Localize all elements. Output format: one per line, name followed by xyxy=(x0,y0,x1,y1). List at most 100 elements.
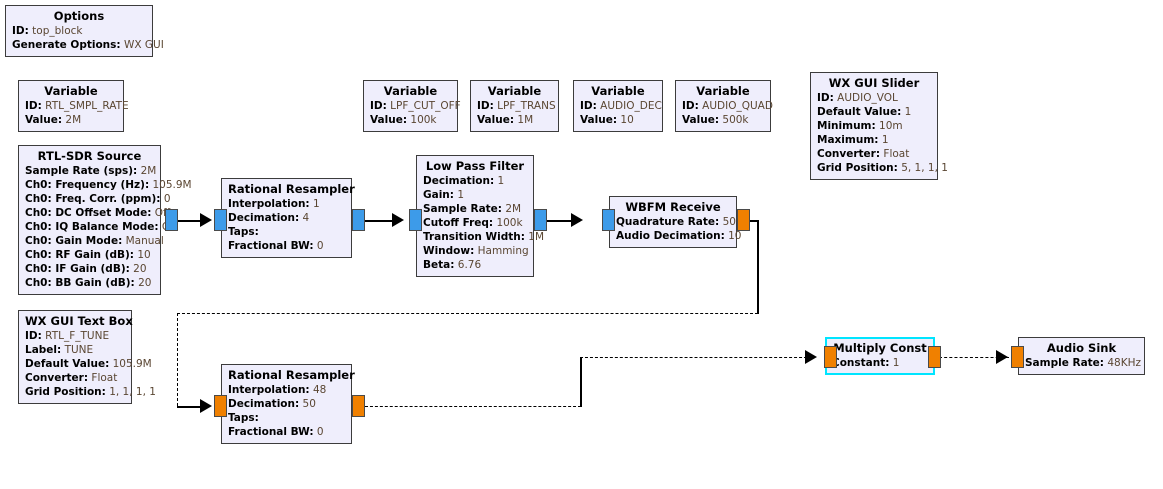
block-variable-lpf-trans-row-1: Value: 1M xyxy=(477,113,552,127)
block-wx-gui-slider-row-2-key: Minimum: xyxy=(817,120,876,132)
port-low-pass-filter-out[interactable] xyxy=(534,209,547,231)
block-rtl-sdr-source-row-5-value: Manual xyxy=(125,235,164,247)
block-rational-resampler-2-row-0-value: 48 xyxy=(312,384,327,396)
block-rational-resampler-2[interactable]: Rational Resampler Interpolation: 48 Dec… xyxy=(221,364,355,444)
block-rational-resampler-1-row-1: Decimation: 4 xyxy=(228,211,345,225)
block-variable-lpf-trans-row-0: ID: LPF_TRANS xyxy=(477,99,556,113)
block-wx-gui-text-box-row-0-key: ID: xyxy=(25,330,42,342)
block-variable-rtl-smpl-rate-row-0-key: ID: xyxy=(25,100,42,112)
block-wx-gui-text-box[interactable]: WX GUI Text Box ID: RTL_F_TUNE Label: TU… xyxy=(18,310,156,404)
block-rational-resampler-1-row-2: Taps: xyxy=(228,225,345,239)
block-low-pass-filter-row-5-key: Window: xyxy=(423,245,475,257)
block-variable-lpf-cut-off-row-0: ID: LPF_CUT_OFF xyxy=(370,99,461,113)
block-wbfm-receive-row-1: Audio Decimation: 10 xyxy=(616,229,742,243)
block-variable-audio-quad-row-1: Value: 500k xyxy=(682,113,764,127)
block-wx-gui-text-box-row-2-key: Default Value: xyxy=(25,358,110,370)
block-variable-rtl-smpl-rate-row-1: Value: 2M xyxy=(25,113,117,127)
block-low-pass-filter-row-0: Decimation: 1 xyxy=(423,174,527,188)
block-variable-audio-quad-title: Variable xyxy=(696,84,750,98)
port-multiply-const-in[interactable] xyxy=(824,346,837,368)
port-rational-resampler-2-in[interactable] xyxy=(214,395,227,417)
block-low-pass-filter[interactable]: Low Pass Filter Decimation: 1 Gain: 1 Sa… xyxy=(416,155,544,277)
block-wx-gui-text-box-row-3-value: Float xyxy=(91,372,118,384)
block-wx-gui-slider-row-5-value: 5, 1, 1, 1 xyxy=(901,162,948,174)
port-wbfm-receive-in[interactable] xyxy=(602,209,615,231)
block-options-title: Options xyxy=(53,9,105,23)
block-rational-resampler-1[interactable]: Rational Resampler Interpolation: 1 Deci… xyxy=(221,178,355,258)
block-rtl-sdr-source-row-1-value: 105.9M xyxy=(152,179,192,191)
arrow-lpf-in xyxy=(392,213,404,227)
block-wx-gui-text-box-row-2-value: 105.9M xyxy=(112,358,152,370)
block-rational-resampler-2-title: Rational Resampler xyxy=(228,368,355,382)
block-options-row-1-value: WX GUI xyxy=(123,39,164,51)
block-rtl-sdr-source-row-4-key: Ch0: IQ Balance Mode: xyxy=(25,221,159,233)
block-low-pass-filter-title: Low Pass Filter xyxy=(425,159,525,173)
block-rational-resampler-2-row-1-key: Decimation: xyxy=(228,398,300,410)
block-rtl-sdr-source-row-0-value: 2M xyxy=(140,165,157,177)
block-variable-lpf-trans-row-0-value: LPF_TRANS xyxy=(497,100,556,112)
port-low-pass-filter-in[interactable] xyxy=(409,209,422,231)
block-variable-rtl-smpl-rate-row-0: ID: RTL_SMPL_RATE xyxy=(25,99,129,113)
wire-wbfm-to-resampler2-vertical xyxy=(177,313,178,406)
block-low-pass-filter-row-0-key: Decimation: xyxy=(423,175,495,187)
block-rational-resampler-1-title: Rational Resampler xyxy=(228,182,355,196)
block-rtl-sdr-source-row-6-key: Ch0: RF Gain (dB): xyxy=(25,249,135,261)
block-audio-sink[interactable]: Audio Sink Sample Rate: 48KHz xyxy=(1018,337,1145,375)
block-variable-lpf-trans[interactable]: Variable ID: LPF_TRANS Value: 1M xyxy=(470,80,559,132)
block-wbfm-receive[interactable]: WBFM Receive Quadrature Rate: 500k Audio… xyxy=(609,196,749,248)
block-audio-sink-title: Audio Sink xyxy=(1046,341,1117,355)
block-wbfm-receive-row-1-key: Audio Decimation: xyxy=(616,230,725,242)
port-rational-resampler-1-in[interactable] xyxy=(214,209,227,231)
port-audio-sink-in[interactable] xyxy=(1011,346,1024,368)
port-wbfm-receive-out[interactable] xyxy=(737,209,750,231)
block-rtl-sdr-source-row-2-key: Ch0: Freq. Corr. (ppm): xyxy=(25,193,161,205)
block-rtl-sdr-source[interactable]: RTL-SDR Source Sample Rate (sps): 2M Ch0… xyxy=(18,145,192,295)
block-wx-gui-slider-row-5-key: Grid Position: xyxy=(817,162,898,174)
block-rational-resampler-2-row-3-value: 0 xyxy=(316,426,324,438)
block-variable-audio-dec[interactable]: Variable ID: AUDIO_DEC Value: 10 xyxy=(573,80,663,132)
block-rtl-sdr-source-row-5-key: Ch0: Gain Mode: xyxy=(25,235,123,247)
block-wx-gui-slider[interactable]: WX GUI Slider ID: AUDIO_VOL Default Valu… xyxy=(810,72,948,180)
block-rational-resampler-2-row-3-key: Fractional BW: xyxy=(228,426,314,438)
block-wx-gui-text-box-row-1-value: TUNE xyxy=(64,344,94,356)
block-wx-gui-text-box-row-0: ID: RTL_F_TUNE xyxy=(25,329,125,343)
block-variable-audio-quad-row-1-value: 500k xyxy=(722,114,749,126)
block-variable-lpf-cut-off-row-1-key: Value: xyxy=(370,114,408,126)
block-rtl-sdr-source-row-3: Ch0: DC Offset Mode: Off xyxy=(25,206,170,220)
block-variable-audio-quad-row-0-value: AUDIO_QUAD xyxy=(702,100,773,112)
block-rational-resampler-2-row-3: Fractional BW: 0 xyxy=(228,425,345,439)
block-rtl-sdr-source-row-6-value: 10 xyxy=(137,249,151,261)
block-multiply-const[interactable]: Multiply Const Constant: 1 xyxy=(825,337,935,375)
block-variable-audio-dec-row-0-key: ID: xyxy=(580,100,597,112)
port-rational-resampler-2-out[interactable] xyxy=(352,395,365,417)
block-rtl-sdr-source-title: RTL-SDR Source xyxy=(37,149,142,163)
block-rtl-sdr-source-row-5: Ch0: Gain Mode: Manual xyxy=(25,234,164,248)
block-wbfm-receive-title: WBFM Receive xyxy=(625,200,721,214)
block-rtl-sdr-source-row-7-value: 20 xyxy=(133,263,147,275)
block-wx-gui-slider-row-4: Converter: Float xyxy=(817,147,931,161)
block-variable-audio-dec-row-0: ID: AUDIO_DEC xyxy=(580,99,662,113)
block-low-pass-filter-row-3-key: Cutoff Freq: xyxy=(423,217,494,229)
block-variable-lpf-cut-off-title: Variable xyxy=(383,84,438,98)
block-wx-gui-text-box-row-4-value: 1, 1, 1, 1 xyxy=(109,386,156,398)
block-variable-lpf-cut-off[interactable]: Variable ID: LPF_CUT_OFF Value: 100k xyxy=(363,80,461,132)
block-low-pass-filter-row-1-value: 1 xyxy=(457,189,465,201)
block-wx-gui-slider-row-4-key: Converter: xyxy=(817,148,881,160)
block-options-row-0-value: top_block xyxy=(32,25,83,37)
port-multiply-const-out[interactable] xyxy=(928,346,941,368)
block-rtl-sdr-source-row-7-key: Ch0: IF Gain (dB): xyxy=(25,263,130,275)
block-variable-audio-quad[interactable]: Variable ID: AUDIO_QUAD Value: 500k xyxy=(675,80,773,132)
block-variable-rtl-smpl-rate[interactable]: Variable ID: RTL_SMPL_RATE Value: 2M xyxy=(18,80,129,132)
block-wx-gui-text-box-title: WX GUI Text Box xyxy=(25,314,133,328)
block-rational-resampler-1-row-3-key: Fractional BW: xyxy=(228,240,314,252)
port-rational-resampler-1-out[interactable] xyxy=(352,209,365,231)
block-rational-resampler-2-row-0: Interpolation: 48 xyxy=(228,383,345,397)
block-rtl-sdr-source-row-2-value: 0 xyxy=(163,193,171,205)
block-wx-gui-slider-row-0-value: AUDIO_VOL xyxy=(837,92,898,104)
block-multiply-const-row-0-value: 1 xyxy=(892,357,900,369)
block-rational-resampler-1-row-1-value: 4 xyxy=(302,212,310,224)
port-rtl-sdr-source-out[interactable] xyxy=(165,209,178,231)
block-options[interactable]: Options ID: top_block Generate Options: … xyxy=(5,5,164,57)
block-rational-resampler-2-row-2: Taps: xyxy=(228,411,345,425)
